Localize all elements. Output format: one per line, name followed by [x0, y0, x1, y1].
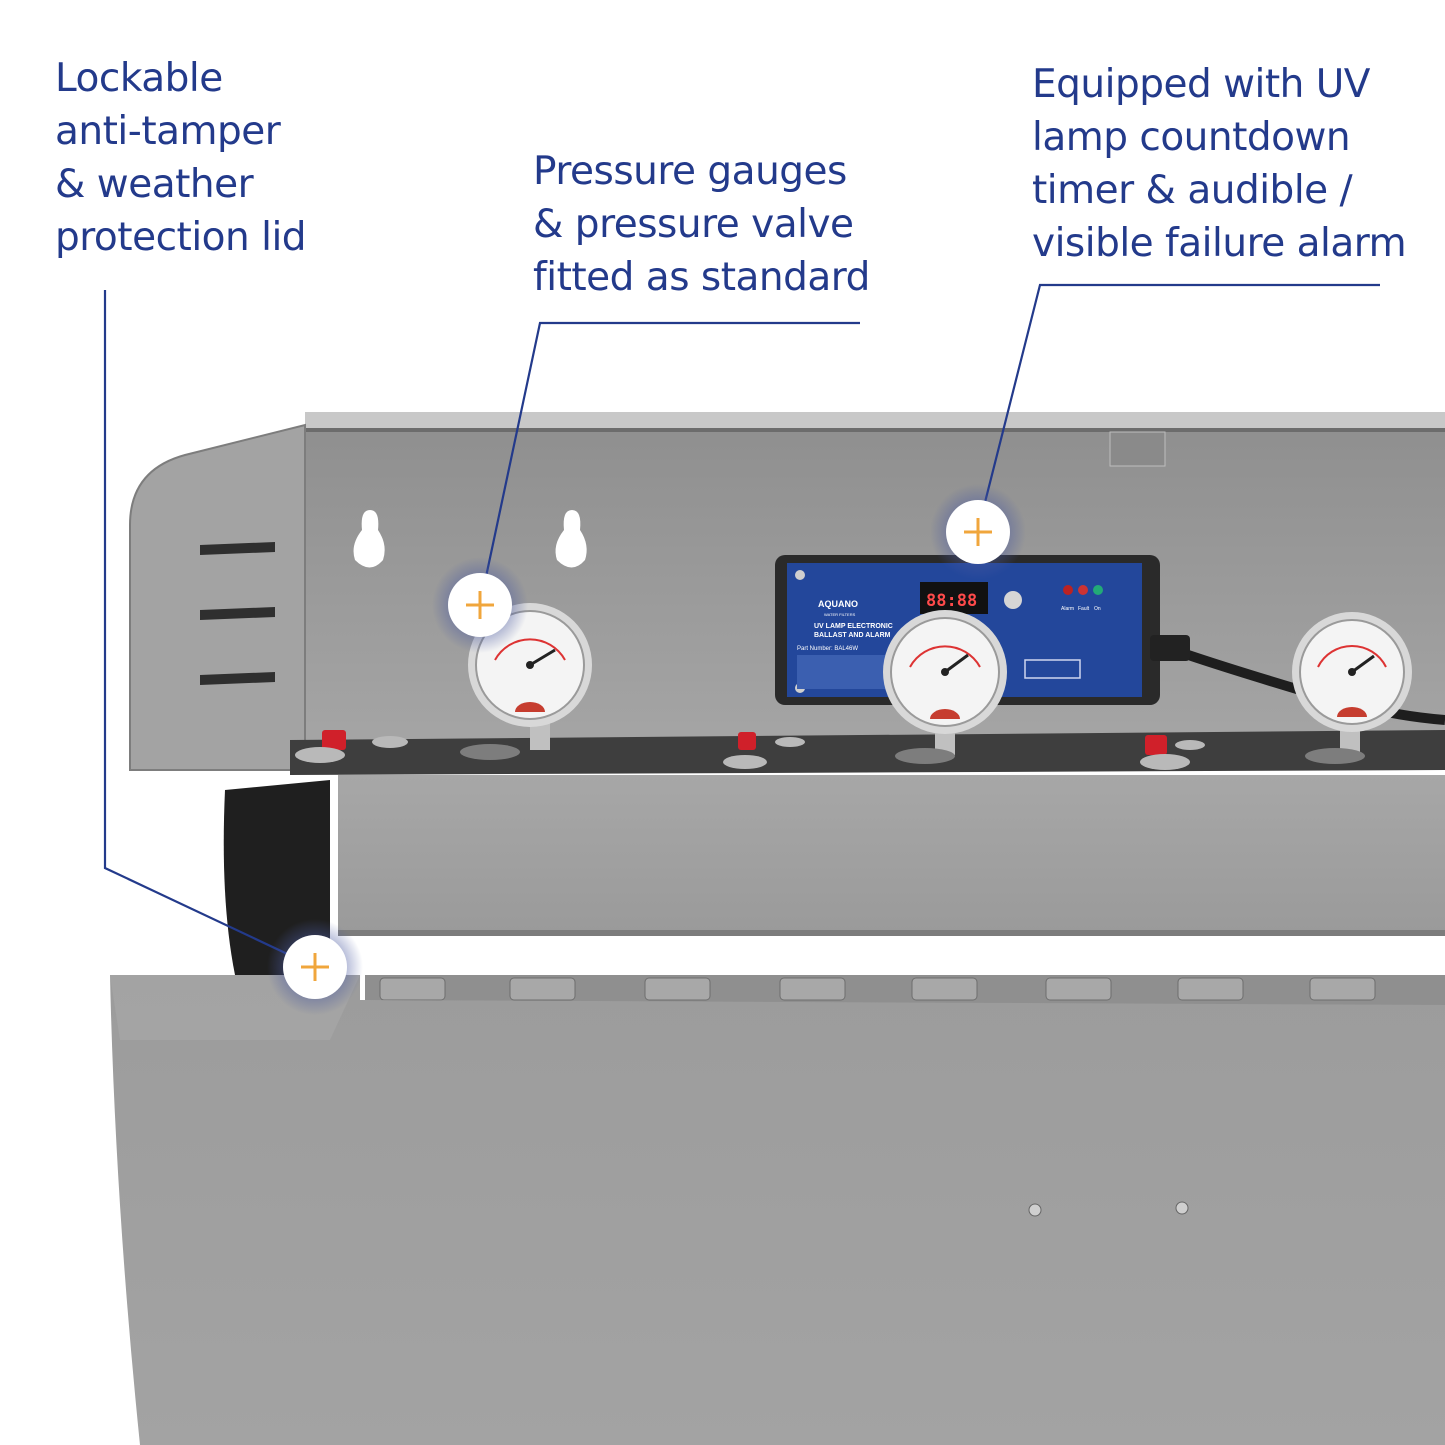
countdown-display-digits: 88:88 — [926, 591, 977, 611]
alarm-led — [1063, 585, 1073, 595]
controller-title-1: UV LAMP ELECTRONIC — [814, 623, 893, 630]
leader-line-timer — [976, 283, 1380, 531]
leader-line-lid — [103, 290, 316, 968]
callout-gauges: Pressure gauges & pressure valve fitted … — [533, 149, 870, 300]
callout-timer: Equipped with UV lamp countdown timer & … — [1032, 62, 1407, 266]
fault-led — [1078, 585, 1088, 595]
plus-icon — [301, 953, 329, 981]
indicator-alarm: Alarm — [1061, 606, 1074, 612]
hinge-knuckles — [379, 977, 1376, 1001]
plus-icon — [964, 518, 992, 546]
controller-title-2: BALLAST AND ALARM — [814, 632, 891, 639]
plus-icon — [466, 591, 494, 619]
hotspot-lid[interactable] — [265, 917, 365, 1017]
callout-lid: Lockable anti-tamper & weather protectio… — [55, 56, 307, 260]
on-led — [1093, 585, 1103, 595]
cabinet-top-rim — [305, 412, 1445, 430]
side-vents — [200, 542, 275, 685]
lid-bolt-1 — [1028, 1203, 1042, 1217]
pressure-gauge-2 — [883, 610, 1007, 764]
hotspot-timer[interactable] — [928, 482, 1028, 582]
controller-brand-sub: WATER FILTERS — [824, 612, 856, 617]
leader-lines — [103, 283, 1380, 968]
cabinet-side-panel — [129, 423, 306, 771]
indicator-on: On — [1094, 606, 1101, 612]
pressure-valves — [322, 730, 1167, 755]
cabinet-front-panel — [338, 775, 1445, 935]
shelf-fittings — [295, 736, 1205, 770]
controller-brand: AQUANO — [818, 599, 858, 609]
controller-part-number: Part Number: BAL46W — [797, 646, 858, 652]
hotspot-gauges[interactable] — [430, 555, 530, 655]
protection-lid — [110, 975, 1445, 1445]
keyhole-slot-right — [555, 510, 587, 568]
pressure-gauge-3 — [1292, 612, 1412, 764]
lid-bolt-2 — [1175, 1201, 1189, 1215]
keyhole-slot-left — [353, 510, 385, 568]
indicator-fault: Fault — [1078, 606, 1090, 612]
countdown-display — [920, 582, 988, 614]
leader-line-gauges — [478, 321, 860, 606]
